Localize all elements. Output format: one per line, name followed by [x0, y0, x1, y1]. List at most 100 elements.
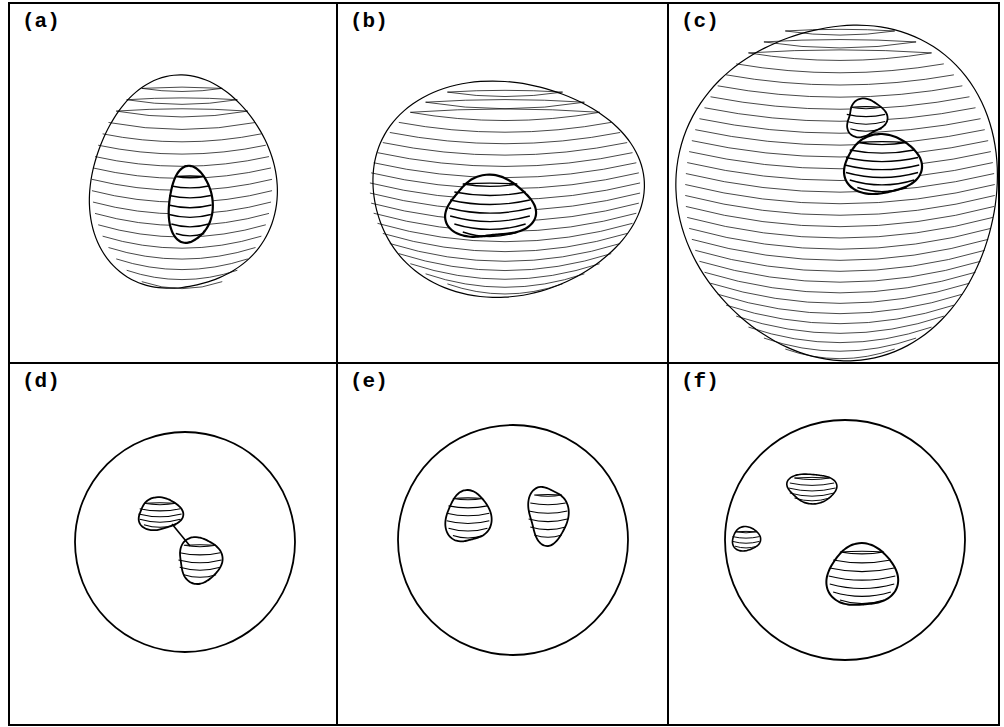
contour-slice: [764, 40, 916, 48]
nucleus: [168, 166, 212, 243]
contour-slice: [748, 327, 931, 343]
contour-slice: [687, 163, 993, 181]
contour-slice: [144, 525, 176, 528]
contour-slice: [794, 477, 829, 479]
contour-slice: [168, 205, 211, 208]
chromosome-mass: [138, 497, 183, 530]
contour-slice: [453, 498, 483, 500]
contour-slice: [733, 537, 760, 539]
contour-slice: [847, 122, 885, 125]
contour-slice: [450, 216, 530, 222]
contour-slice: [687, 217, 993, 238]
contour-slice: [692, 141, 988, 157]
contour-slice: [447, 90, 562, 96]
cell-surface: [370, 81, 644, 297]
contour-slice: [534, 495, 561, 497]
panel-label: (b): [348, 10, 390, 33]
contour-slice: [103, 134, 262, 142]
contour-slice: [426, 100, 585, 109]
contour-slice: [108, 248, 255, 260]
contour-slice: [699, 261, 980, 282]
surface-outline: [180, 537, 223, 584]
contour-slice: [850, 129, 881, 131]
surface-outline: [373, 81, 644, 297]
contour-slice: [410, 109, 599, 121]
contour-slice: [142, 282, 223, 289]
chromosome-mass: [732, 527, 760, 551]
cell-boundary: [75, 432, 295, 652]
contour-slice: [788, 488, 835, 491]
contour-slice: [534, 535, 561, 537]
contour-slice: [857, 142, 906, 145]
surface-outline: [844, 134, 922, 194]
contour-slice: [718, 86, 963, 97]
contour-slice: [116, 109, 248, 117]
figure-panel: (c): [667, 2, 1000, 364]
chromosome-mass: [178, 537, 222, 584]
contour-slice: [171, 224, 208, 227]
contour-slice: [447, 513, 490, 516]
contour-slice: [377, 153, 632, 167]
contour-slice: [383, 143, 627, 156]
contour-slice: [140, 519, 181, 522]
contour-slice: [453, 536, 483, 538]
contour-slice: [463, 183, 517, 186]
panel-label: (f): [679, 370, 721, 393]
figure-panel: (f): [667, 362, 1000, 726]
nucleus: [844, 134, 922, 194]
contour-slice: [449, 208, 531, 213]
contour-slice: [785, 29, 894, 35]
contour-slice: [176, 176, 205, 178]
contour-slice: [463, 232, 517, 237]
contour-slice: [116, 259, 248, 270]
contour-slice: [726, 75, 954, 85]
contour-slice: [374, 163, 637, 178]
chromosome-mass: [528, 487, 569, 546]
contour-slice: [529, 511, 568, 513]
contour-slice: [736, 64, 944, 73]
contour-slice: [140, 509, 181, 511]
contour-slice: [845, 165, 919, 170]
contour-slice: [410, 264, 599, 280]
contour-slice: [178, 560, 221, 563]
contour-slice: [857, 188, 906, 192]
contour-slice: [449, 506, 488, 508]
contour-slice: [748, 50, 931, 61]
surface-outline: [89, 75, 277, 288]
panel-label: (d): [20, 370, 62, 393]
contour-slice: [399, 122, 611, 132]
contour-slice: [685, 195, 995, 215]
surface-outline: [787, 474, 837, 504]
panel-label: (c): [679, 10, 721, 33]
contour-slice: [794, 498, 829, 501]
contour-slice: [383, 233, 627, 251]
contour-slice: [449, 528, 488, 531]
surface-outline: [826, 543, 898, 605]
contour-slice: [184, 575, 216, 578]
figure-panel: (a): [8, 2, 338, 364]
contour-slice: [790, 493, 834, 496]
surface-outline: [847, 98, 887, 137]
contour-slice: [830, 584, 895, 589]
surface-outline: [139, 497, 184, 530]
contour-slice: [850, 150, 915, 153]
contour-slice: [711, 283, 970, 303]
contour-slice: [692, 239, 988, 260]
chromatin-bridge: [172, 524, 190, 546]
chromosome-mass: [826, 543, 898, 605]
contour-slice: [830, 568, 895, 572]
contour-slice: [847, 114, 885, 116]
contour-slice: [736, 316, 944, 333]
contour-slice: [689, 152, 991, 169]
surface-outline: [732, 527, 760, 551]
surface-outline: [445, 490, 491, 541]
contour-slice: [718, 294, 963, 313]
contour-slice: [176, 234, 205, 236]
contour-slice: [169, 196, 211, 198]
contour-slice: [704, 272, 975, 293]
cell-surface: [89, 75, 277, 289]
contour-slice: [735, 531, 757, 532]
contour-slice: [833, 560, 891, 563]
contour-slice: [138, 514, 181, 517]
surface-outline: [169, 166, 213, 243]
